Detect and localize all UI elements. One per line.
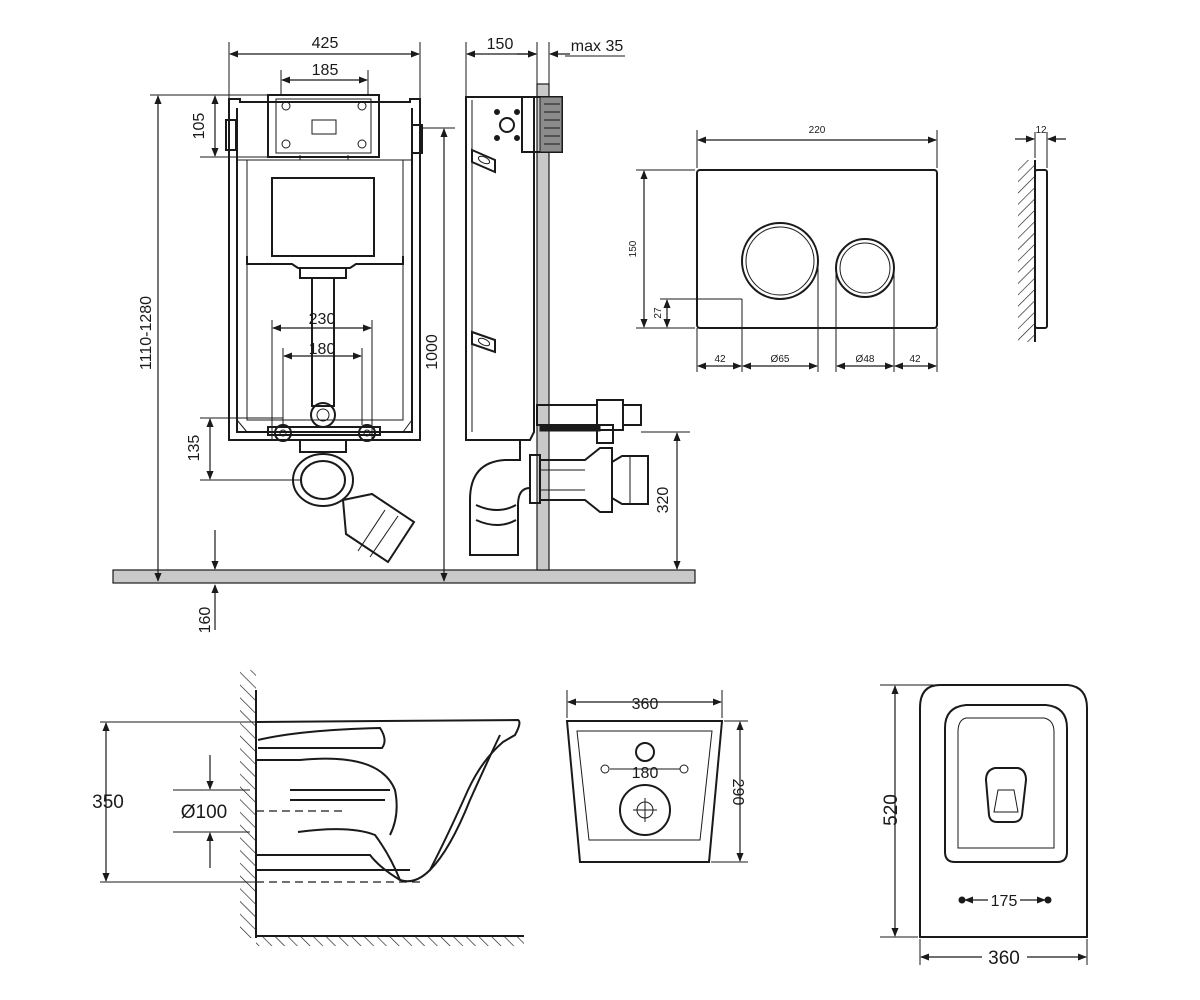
bowl-back-labels: 360 290 180	[632, 696, 746, 805]
floor-slab	[112, 569, 696, 584]
frame-side-view	[465, 83, 649, 571]
wall	[536, 83, 550, 571]
bowl-side-dimensions	[100, 721, 256, 883]
dim-plate-thickness: 12	[1035, 125, 1047, 136]
bowl-side-view	[240, 670, 524, 946]
dim-seat-bolt-spacing: 175	[991, 893, 1018, 910]
dim-bolt-spacing-outer: 230	[309, 311, 336, 328]
dim-bowl-back-height: 290	[729, 779, 746, 806]
dim-frame-height: 1000	[424, 334, 441, 370]
bowl-back-dimensions	[566, 690, 748, 863]
dim-frame-width: 425	[312, 35, 339, 52]
dim-bowl-top-width: 360	[988, 948, 1020, 969]
dim-plate-left-margin: 42	[714, 354, 726, 365]
dim-top-bracket-height: 105	[191, 113, 208, 140]
dim-large-button: Ø65	[771, 354, 790, 365]
flush-plate-side-view: 12	[1015, 125, 1066, 342]
frame-side-dimensions	[465, 42, 690, 570]
flush-plate	[696, 169, 938, 329]
frame-side-labels: 150 max 35 320	[487, 36, 672, 513]
frame-front-dimensions	[150, 42, 455, 630]
flush-plate-dimensions	[636, 130, 938, 372]
dim-floor-offset: 160	[197, 607, 214, 634]
flush-button-small	[835, 238, 895, 298]
bowl-top-labels: 520 360 175	[881, 794, 1020, 969]
dim-bowl-bolt-spacing: 180	[632, 765, 659, 782]
dim-bowl-height: 350	[92, 792, 124, 813]
dim-outlet-diameter: Ø100	[181, 802, 227, 823]
frame-front-view	[225, 94, 423, 564]
dim-bracket-width: 185	[312, 62, 339, 79]
bowl-top-outline	[919, 684, 1088, 938]
dim-inlet-height: 320	[655, 487, 672, 514]
bowl-top-dimensions	[880, 684, 1088, 965]
bowl-side-outline	[255, 718, 521, 883]
dim-plate-bottom-offset: 27	[653, 307, 664, 319]
flush-plate-front	[696, 169, 938, 329]
dim-bolt-spacing-inner: 180	[309, 341, 336, 358]
cistern-tank	[271, 177, 375, 257]
flush-plate-labels: 220 150 27 42 Ø65 Ø48 42	[628, 125, 921, 365]
flush-pipe	[311, 277, 335, 407]
bowl-side-labels: 350 Ø100	[92, 792, 227, 823]
dim-outlet-height: 135	[186, 435, 203, 462]
flush-button-large	[741, 222, 819, 300]
dim-small-button: Ø48	[856, 354, 875, 365]
frame-front-labels: 425 185 105 1110-1280 1000 230 180 135 1…	[138, 35, 441, 633]
dim-bowl-length: 520	[881, 794, 902, 826]
bowl-back-outline	[565, 720, 724, 863]
dim-plate-right-margin: 42	[909, 354, 921, 365]
bowl-drain-hole	[984, 767, 1028, 823]
bowl-top-view	[919, 684, 1088, 938]
bowl-back-view	[565, 720, 724, 863]
dim-plate-height: 150	[628, 240, 639, 257]
dim-total-height: 1110-1280	[138, 296, 155, 370]
top-bracket	[267, 94, 380, 158]
dim-plate-width: 220	[809, 125, 826, 136]
dim-button-projection: max 35	[571, 38, 624, 55]
bolt-right	[358, 424, 376, 442]
dim-frame-depth: 150	[487, 36, 514, 53]
dim-bowl-back-width: 360	[632, 696, 659, 713]
